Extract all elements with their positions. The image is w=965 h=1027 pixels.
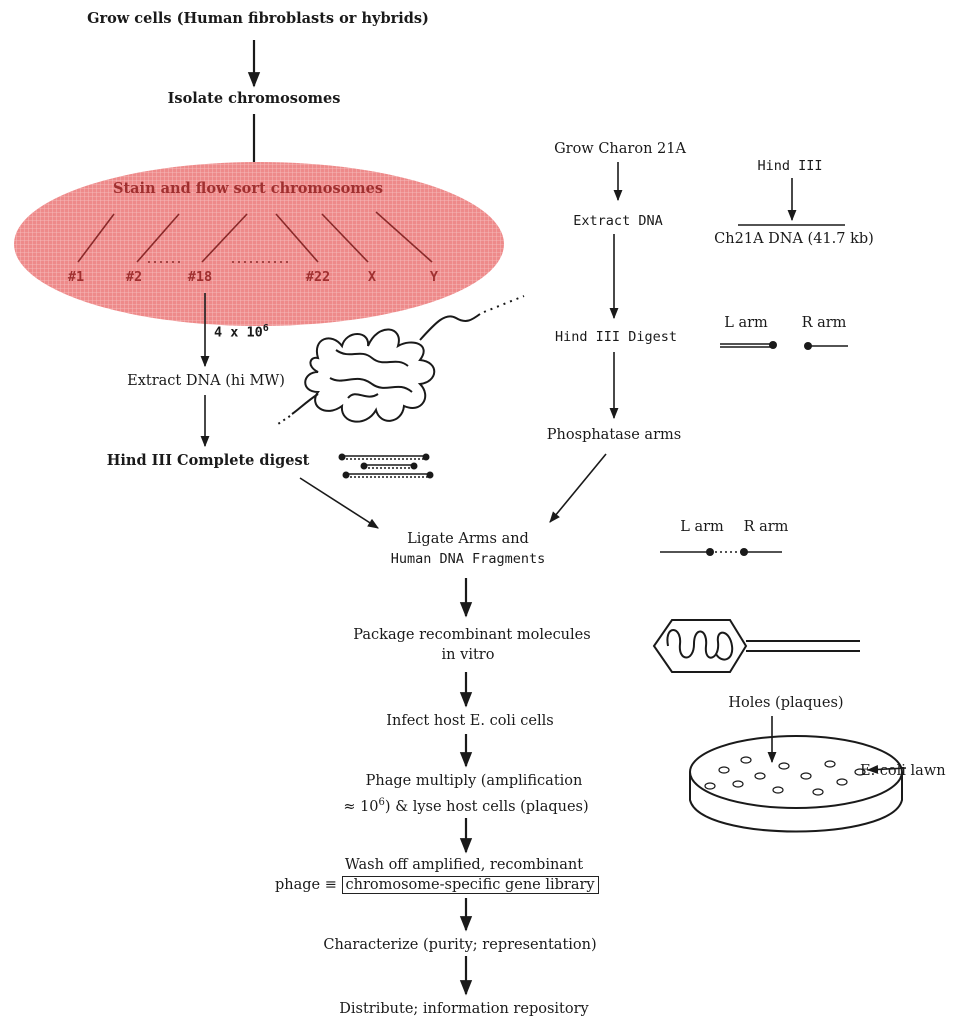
phosphatase-arms-label: Phosphatase arms [546, 427, 682, 443]
extract-hi-mw-label: Extract DNA (hi MW) [127, 373, 285, 389]
arms-drawing [720, 343, 848, 348]
ligated-r-arm-label: R arm [743, 519, 789, 535]
plaque-circles [704, 756, 866, 796]
dna-coil-drawing [291, 313, 481, 423]
ch21a-dna-label: Ch21A DNA (41.7 kb) [714, 231, 874, 247]
infect-label: Infect host E. coli cells [386, 713, 554, 729]
stain-sort-label: Stain and flow sort chromosomes [112, 180, 384, 197]
hind-digest-label: Hind III Digest [555, 329, 677, 345]
dna-tail-dots-2 [277, 415, 291, 425]
ligated-l-dot [706, 548, 714, 556]
isolate-chromosomes-label: Isolate chromosomes [167, 90, 341, 107]
characterize-label: Characterize (purity; representation) [323, 937, 597, 953]
phage-drawing [652, 619, 860, 673]
grow-charon-label: Grow Charon 21A [554, 141, 686, 157]
flow-sort-oval [14, 162, 504, 326]
multiply-line-2: ≈ 106) & lyse host cells (plaques) [343, 797, 589, 815]
arrow-phosphatase-to-ligate [549, 453, 607, 523]
dna-tail-dots-1 [483, 295, 525, 313]
package-line-1: Package recombinant molecules [353, 627, 591, 643]
distribute-label: Distribute; information repository [339, 1001, 589, 1017]
wash-line-1: Wash off amplified, recombinant [344, 857, 584, 873]
grow-cells-label: Grow cells (Human fibroblasts or hybrids… [87, 10, 429, 27]
arrow-digest-to-ligate [299, 477, 379, 529]
ligated-r-dot [740, 548, 748, 556]
dna-fragments-drawing [342, 455, 430, 478]
holes-plaques-label: Holes (plaques) [728, 695, 844, 711]
l-arm-dot [769, 341, 777, 349]
ligate-line-2: Human DNA Fragments [390, 551, 546, 567]
e-coli-lawn-label: E. coli lawn [860, 763, 946, 779]
chromosome-18-label: #18 [187, 269, 213, 285]
l-arm-label: L arm [724, 315, 768, 331]
ligated-l-arm-label: L arm [680, 519, 724, 535]
right-extract-dna-label: Extract DNA [573, 213, 663, 229]
multiply-line-1: Phage multiply (amplification [365, 773, 583, 789]
wash-line-2: phage ≡ chromosome-specific gene library [275, 876, 599, 894]
chromosome-1-label: #1 [67, 269, 85, 285]
r-arm-label: R arm [801, 315, 847, 331]
r-arm-dot [804, 342, 812, 350]
chromosome-2-label: #2 [125, 269, 143, 285]
hind-complete-digest-label: Hind III Complete digest [106, 452, 310, 469]
fragment-end-dots [338, 453, 434, 479]
chromosome-y-label: Y [429, 269, 439, 285]
ligate-line-1: Ligate Arms and [407, 531, 529, 547]
gene-library-box: chromosome-specific gene library [341, 876, 599, 894]
chromosome-lines [77, 211, 433, 263]
hind-enzyme-label: Hind III [757, 158, 823, 174]
arrow-lawn [866, 764, 907, 774]
petri-dish-drawing [689, 735, 903, 833]
chromosome-22-label: #22 [305, 269, 331, 285]
sort-count-label: 4 x 106 [214, 323, 269, 341]
chromosome-x-label: X [367, 269, 377, 285]
package-line-2: in vitro [441, 647, 495, 663]
